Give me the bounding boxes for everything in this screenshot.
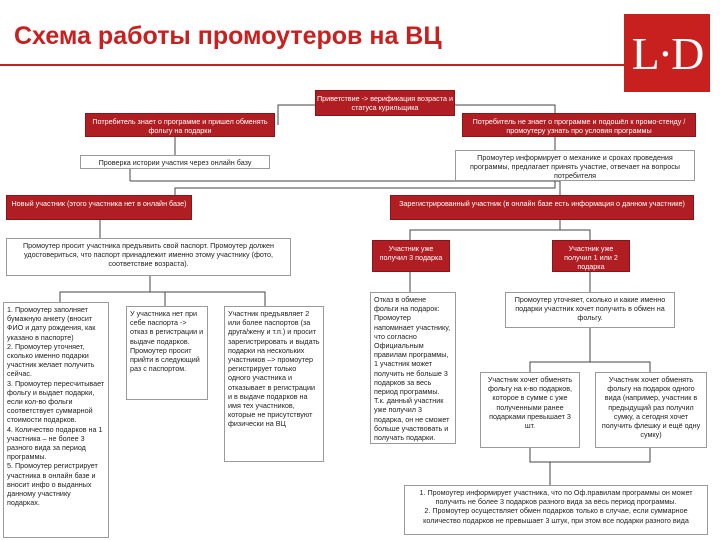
wants-same-type-box: Участник хочет обменять фольгу на подаро… bbox=[595, 372, 707, 448]
brand-logo: L·D bbox=[624, 14, 710, 92]
final-rules-box: 1. Промоутер информирует участника, что … bbox=[404, 485, 708, 535]
connector-passport-multi bbox=[150, 291, 266, 306]
connector-greeting-knows bbox=[277, 104, 315, 125]
check-history-box: Проверка истории участия через онлайн ба… bbox=[80, 155, 270, 169]
connector-wantsn-final bbox=[529, 448, 551, 485]
connector-clarify-wantsn bbox=[529, 328, 591, 372]
connector-reg-got12 bbox=[560, 229, 591, 240]
wants-over-limit-box: Участник хочет обменять фольгу на к-во п… bbox=[480, 372, 580, 448]
got-one-or-two-gifts-box: Участник уже получил 1 или 2 подарка bbox=[552, 240, 630, 272]
connector-greeting-notknows bbox=[455, 104, 556, 115]
logo-text: L·D bbox=[631, 27, 705, 79]
no-passport-box: У участника нет при себе паспорта -> отк… bbox=[126, 306, 208, 400]
connector-passport-nopass bbox=[150, 291, 166, 306]
passport-request-box: Промоутер просит участника предъявить св… bbox=[6, 238, 291, 276]
multiple-passports-box: Участник предъявляет 2 или более паспорт… bbox=[224, 306, 324, 462]
knows-program-box: Потребитель знает о программе и пришел о… bbox=[85, 113, 275, 137]
registration-steps-box: 1. Промоутер заполняет бумажную анкету (… bbox=[3, 302, 109, 538]
refusal-box: Отказ в обмене фольги на подарок: Промоу… bbox=[370, 292, 456, 444]
connector-passport-steps bbox=[59, 276, 151, 302]
connector-wantsother-final bbox=[550, 448, 651, 463]
new-participant-box: Новый участник (этого участника нет в он… bbox=[6, 195, 192, 220]
clarify-gifts-box: Промоутер уточняет, сколько и какие имен… bbox=[505, 292, 675, 328]
connector-informs-history bbox=[174, 181, 556, 195]
title-rule bbox=[0, 64, 626, 66]
informs-box: Промоутер информирует о механике и срока… bbox=[455, 150, 695, 181]
connector-split bbox=[130, 180, 561, 195]
not-knows-program-box: Потребитель не знает о программе и подош… bbox=[462, 113, 696, 137]
got-three-gifts-box: Участник уже получил 3 подарка bbox=[372, 240, 450, 272]
connector-reg-got3 bbox=[409, 220, 561, 240]
registered-participant-box: Зарегистрированный участник (в онлайн ба… bbox=[390, 195, 694, 220]
page-title: Схема работы промоутеров на ВЦ bbox=[14, 22, 442, 50]
greeting-box: Приветствие -> верификация возраста и ст… bbox=[315, 90, 455, 116]
connector-clarify-wantsother bbox=[590, 361, 651, 372]
